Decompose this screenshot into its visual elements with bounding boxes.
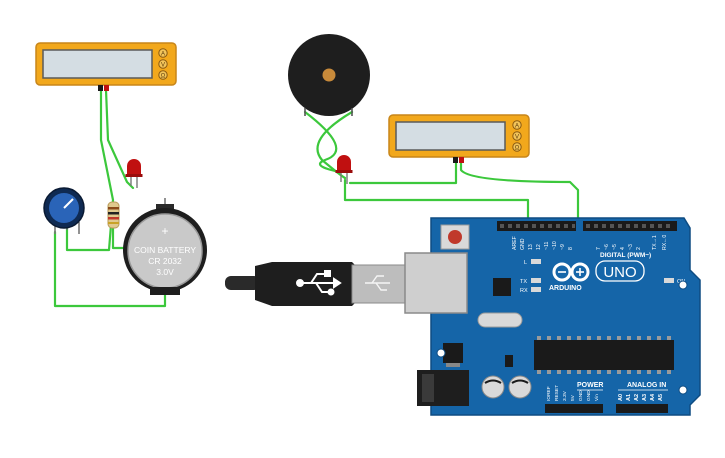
pin-label: ~9 [560, 244, 566, 250]
pin-label: A3 [642, 394, 648, 401]
crystal [477, 312, 523, 328]
wire-mm2-to-pin8[interactable] [348, 158, 458, 185]
pin-label: ~5 [612, 244, 618, 250]
pin-label: A4 [650, 393, 656, 401]
wire-mm2-v-to-pin[interactable] [459, 158, 580, 224]
battery-label-2: CR 2032 [148, 256, 182, 266]
pin-label: Vin [594, 394, 600, 401]
mm1-btn-a[interactable]: A [161, 52, 165, 58]
pin-label: RESET [554, 385, 560, 401]
pin-label: A0 [618, 394, 624, 401]
header-top-left [497, 221, 576, 231]
mm2-probe-v[interactable] [459, 157, 464, 163]
pin-label: 13 [528, 244, 534, 250]
mm2-btn-v[interactable]: V [515, 135, 519, 141]
mm1-probe-com[interactable] [98, 85, 103, 91]
board-model: UNO [603, 264, 636, 281]
led-right[interactable] [335, 155, 353, 184]
usb-chip [493, 278, 511, 296]
pin-label: A5 [658, 394, 664, 401]
header-analog [616, 404, 668, 413]
pin-label: IOREF [546, 386, 552, 401]
coin-battery[interactable]: + COIN BATTERY CR 2032 3.0V [123, 198, 207, 295]
potentiometer[interactable] [43, 187, 85, 234]
arduino-uno-board[interactable]: AREF GND 13 12 ~11 ~10 ~9 8 7 ~6 ~5 4 ~3… [404, 217, 701, 416]
battery-label-1: COIN BATTERY [134, 245, 196, 255]
led-left[interactable] [125, 159, 143, 188]
mm1-probe-v[interactable] [104, 85, 109, 91]
power-label: POWER [577, 382, 603, 389]
pin-label: 7 [596, 247, 602, 250]
mm1-btn-ohm[interactable]: Ω [161, 74, 166, 80]
usb-cable[interactable] [225, 262, 406, 306]
pin-label: RX←0 [662, 235, 668, 250]
usb-icon [296, 270, 342, 296]
pin-label: 12 [536, 244, 542, 250]
capacitors [481, 375, 532, 399]
arduino-brand: ARDUINO [549, 285, 582, 292]
analog-label: ANALOG IN [627, 382, 666, 389]
pin-label: ~6 [604, 244, 610, 250]
pin-label: 3.3V [562, 390, 568, 401]
pin-label: A2 [634, 394, 640, 401]
top-pin-labels: AREF GND 13 12 ~11 ~10 ~9 8 7 ~6 ~5 4 ~3… [512, 235, 668, 250]
resistor[interactable] [107, 201, 120, 229]
mm2-btn-a[interactable]: A [515, 124, 519, 130]
digital-header-label: DIGITAL (PWM~) [600, 252, 651, 259]
reset-button[interactable] [440, 224, 470, 250]
pin-label: TX→1 [652, 235, 658, 250]
led-tx-label: TX [520, 279, 527, 285]
mm1-btn-v[interactable]: V [161, 63, 165, 69]
led-l-label: L [524, 260, 527, 266]
pin-label: A1 [626, 394, 632, 401]
header-power [545, 404, 603, 413]
mm2-btn-ohm[interactable]: Ω [515, 146, 520, 152]
pin-label: 8 [568, 247, 574, 250]
wire-resistor[interactable] [111, 220, 127, 250]
pin-label: 5V [570, 394, 576, 401]
pin-label: ~11 [544, 241, 550, 250]
wire-led-to-gnd[interactable] [343, 178, 530, 224]
multimeter-right[interactable]: A V Ω [388, 114, 530, 163]
multimeter-left[interactable]: A V Ω [35, 42, 177, 91]
voltage-regulator [443, 343, 463, 363]
mm2-probe-com[interactable] [453, 157, 458, 163]
pin-label: GND [586, 390, 592, 401]
wire-pot-to-battery[interactable] [53, 230, 167, 308]
wires [53, 88, 580, 308]
multimeter-left-buttons: A V Ω [158, 48, 168, 80]
piezo-buzzer[interactable] [288, 34, 370, 116]
pin-label: AREF [512, 236, 518, 250]
wire-mm1-v-to-led[interactable] [104, 88, 135, 190]
analog-pin-labels: A0 A1 A2 A3 A4 A5 [618, 393, 664, 401]
battery-plus: + [161, 224, 168, 238]
pin-label: ~10 [552, 241, 558, 250]
usb-b-port [404, 252, 468, 314]
pin-label: 2 [636, 247, 642, 250]
pin-label: 4 [620, 247, 626, 250]
multimeter-right-buttons: A V Ω [512, 120, 522, 152]
led-rx-label: RX [520, 288, 528, 294]
pin-label: GND [578, 390, 584, 401]
wire-buzzer-left[interactable] [303, 110, 342, 174]
battery-label-3: 3.0V [156, 267, 174, 277]
atmega-chip [534, 336, 674, 374]
pin-label: GND [520, 238, 526, 250]
pin-label: ~3 [628, 244, 634, 250]
arduino-logo-icon [552, 262, 590, 282]
power-pin-labels: IOREF RESET 3.3V 5V GND GND Vin [546, 385, 600, 401]
